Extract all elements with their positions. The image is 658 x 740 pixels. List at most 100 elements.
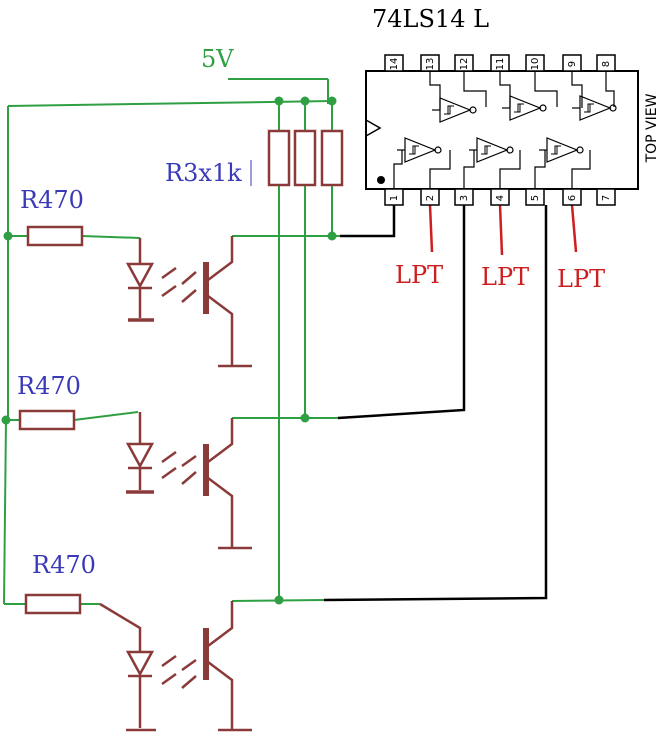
schmitt-symbol [551,145,561,155]
junction-dot [327,231,337,241]
optocoupler-2 [125,412,252,550]
inverter-bubble [609,104,617,112]
lpt-wire-pin-4 [498,204,504,256]
top-view-label: TOP VIEW [644,93,658,163]
ic-pin-number: 9 [567,61,578,67]
light-arrow [181,289,197,303]
pullup-resistor [320,129,344,187]
stage1-res-right [81,235,141,239]
junction-dot [274,595,284,605]
supply-label: 5V [201,45,234,73]
ic-pin-number: 5 [530,195,541,201]
wire-to-pin-5 [323,205,548,602]
pullup-resistor [293,129,317,187]
phototransistor-emitter [207,295,234,366]
pin1-marker [377,176,385,184]
internal-trace [463,150,475,189]
lpt-label-3: LPT [557,265,605,293]
internal-trace [429,71,441,110]
junction-dot [1,415,11,425]
ic-pin-number: 14 [389,58,400,71]
lpt-wires [428,204,578,256]
pullup-resistors [267,129,344,187]
wire-to-pin-1 [340,205,396,238]
r470-middle-label: R470 [17,372,81,400]
light-arrow [181,454,197,468]
light-arrow [161,450,177,464]
lpt-label-1: LPT [395,261,443,289]
ic-pin-number: 3 [459,195,470,201]
phototransistor-collector [207,418,234,463]
light-arrow [161,654,177,668]
light-arrow [161,672,177,686]
ic-pin-number: 4 [495,195,506,201]
resistor-r470-top [26,225,84,247]
black-wires [323,205,548,602]
ic-pin-number: 11 [495,58,506,71]
junction-dot [3,231,13,241]
phototransistor-collector [207,601,234,647]
schmitt-symbol [409,145,419,155]
schmitt-symbol [481,145,491,155]
optocoupler-1 [125,236,252,368]
ic-body [365,70,639,190]
series-resistors [18,225,84,615]
phototransistor-emitter [207,477,234,548]
lpt-label-2: LPT [481,263,529,291]
light-arrow [181,675,197,689]
ic-pin [596,188,616,206]
internal-trace [463,71,487,107]
ic-pin-number: 10 [530,58,541,71]
inverter-bubble [434,146,442,154]
led-icon [125,442,155,469]
led-icon [125,262,155,289]
internal-trace [571,150,591,189]
resistor-r470-middle [18,409,76,431]
ic-pin-number: 7 [601,195,612,201]
internal-trace [534,71,558,107]
ic-pin-number: 1 [389,195,400,201]
left-rail-lower [3,419,7,605]
ic-pin-number: 2 [425,195,436,201]
internal-trace [393,150,403,189]
r470-bottom-label: R470 [32,551,96,579]
schmitt-symbol [514,103,524,113]
lpt-wire-pin-2 [428,204,434,253]
phototransistor-collector [207,236,234,281]
inverter-bubble [539,104,547,112]
ic-bottom-pins: 1 2 3 4 5 6 7 [384,188,616,206]
internal-trace [605,71,615,107]
led-icon [125,650,155,677]
light-arrow [161,284,177,298]
phototransistor-emitter [207,661,234,730]
internal-trace [499,71,511,108]
junction-dot [300,96,310,106]
ic-notch [365,119,382,137]
inverter-bubble [506,146,514,154]
led-anode-wire [99,602,142,652]
pullups-label: R3x1k [165,159,242,187]
ic-gates [393,71,617,189]
junction-dot [274,96,284,106]
internal-trace [429,150,451,189]
ic-pin [384,54,404,72]
internal-trace [534,150,546,189]
light-arrow [161,466,177,480]
chip-label: 74LS14 L [372,5,489,33]
optocoupler-3 [99,601,252,732]
light-arrow [181,658,197,672]
schmitt-symbol [444,105,454,115]
junction-dot [327,96,337,106]
ic-pin-number: 12 [459,58,470,71]
wire-to-pin-3 [337,205,466,420]
schmitt-symbol [584,103,594,113]
light-arrow [161,266,177,280]
inverter-bubble [576,146,584,154]
light-arrow [181,471,197,485]
ic-pin-number: 6 [567,195,578,201]
r470-top-label: R470 [20,186,84,214]
inverter-bubble [469,106,477,114]
